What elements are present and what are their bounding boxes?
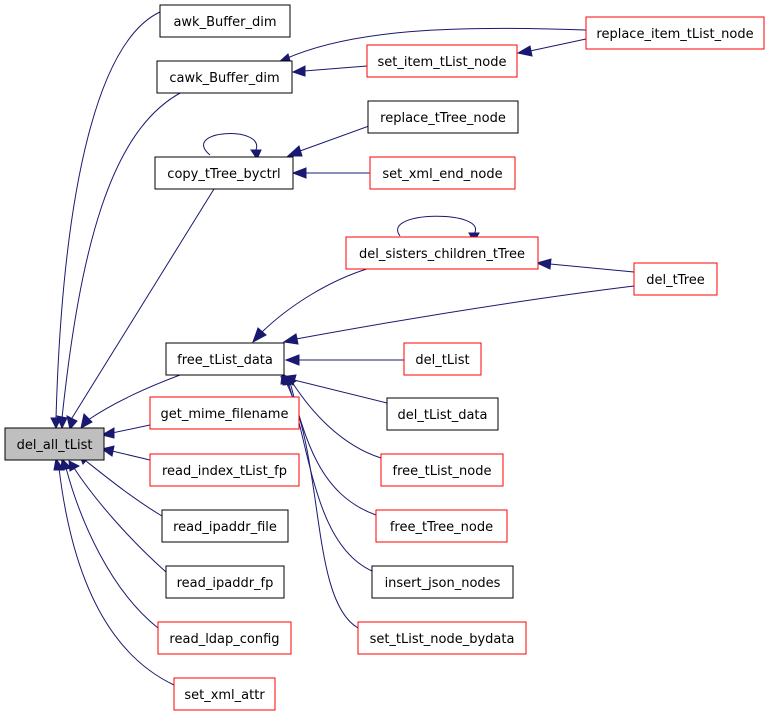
arrowhead [100, 445, 115, 457]
edge-free_tTree_node_to_free [289, 381, 377, 516]
node-free_tList_node[interactable]: free_tList_node [380, 453, 504, 487]
node-label: read_ipaddr_fp [177, 576, 274, 591]
edge-replace_item_to_cawk [284, 27, 587, 60]
arrowhead [280, 373, 292, 385]
edge-read_ldap_config [65, 467, 159, 629]
node-read_ldap_config[interactable]: read_ldap_config [157, 621, 292, 655]
edge-del_tTree_to_del_sisters [549, 263, 635, 273]
edge-set_xml_attr [58, 467, 175, 686]
edge-del_sisters_to_free [261, 267, 371, 333]
arrowhead [291, 167, 307, 179]
node-label: set_xml_end_node [382, 167, 502, 182]
node-label: free_tTree_node [390, 520, 493, 535]
node-del_sisters_children_tTree[interactable]: del_sisters_children_tTree [345, 236, 539, 270]
edge-replace_item_to_set_item [529, 38, 587, 52]
edge-get_mime_filename [111, 424, 151, 434]
node-cawk_Buffer_dim[interactable]: cawk_Buffer_dim [156, 60, 293, 94]
arrowhead [80, 412, 93, 429]
edge-free_tList_data [87, 374, 181, 421]
node-read_ipaddr_fp[interactable]: read_ipaddr_fp [165, 565, 285, 599]
arrowhead [284, 354, 300, 366]
arrowhead [100, 427, 115, 439]
node-label: read_index_tList_fp [162, 464, 287, 479]
edge-self-del_sisters [397, 215, 477, 237]
node-label: del_sisters_children_tTree [359, 247, 525, 262]
edge-copy_tTree_byctrl [71, 188, 215, 419]
node-label: set_item_tList_node [377, 55, 506, 70]
node-del_tList[interactable]: del_tList [403, 342, 482, 376]
node-free_tTree_node[interactable]: free_tTree_node [375, 509, 508, 543]
node-label: read_ipaddr_file [173, 520, 277, 535]
arrowhead [286, 145, 303, 157]
edge-cawk_Buffer_dim [61, 91, 183, 419]
edges [55, 11, 635, 686]
edge-replace_tTree_to_copy [299, 125, 370, 152]
node-set_item_tList_node[interactable]: set_item_tList_node [366, 44, 518, 78]
arrowhead [56, 415, 68, 430]
arrowhead [535, 258, 552, 270]
node-awk_Buffer_dim[interactable]: awk_Buffer_dim [159, 4, 291, 38]
node-set_tList_node_bydata[interactable]: set_tList_node_bydata [357, 621, 527, 655]
edge-read_ipaddr_fp [73, 467, 167, 573]
node-label: copy_tTree_byctrl [167, 167, 280, 182]
node-label: free_tList_data [177, 353, 273, 368]
edge-self-copy_tTree_byctrl [203, 133, 258, 156]
arrowhead [68, 460, 81, 472]
node-set_xml_attr[interactable]: set_xml_attr [173, 677, 276, 711]
node-read_index_tList_fp[interactable]: read_index_tList_fp [149, 453, 300, 487]
edge-read_ipaddr_file [85, 460, 163, 517]
node-set_xml_end_node[interactable]: set_xml_end_node [369, 156, 516, 190]
node-label: replace_item_tList_node [596, 27, 753, 42]
arrowhead [252, 327, 267, 344]
edge-read_index_tList_fp [111, 450, 151, 461]
arrowhead [60, 457, 73, 471]
arrowhead [53, 457, 65, 471]
node-label: replace_tTree_node [380, 111, 506, 126]
node-label: del_tTree [646, 273, 705, 288]
edge-set_item_to_cawk [303, 65, 368, 72]
arrowhead [66, 415, 78, 431]
node-label: awk_Buffer_dim [173, 15, 276, 30]
node-read_ipaddr_file[interactable]: read_ipaddr_file [161, 509, 289, 543]
node-label: del_all_tList [17, 438, 93, 453]
edge-insert_json_to_free [287, 381, 373, 572]
node-label: read_ldap_config [169, 632, 279, 647]
node-label: free_tList_node [393, 464, 492, 479]
node-replace_tTree_node[interactable]: replace_tTree_node [367, 100, 519, 134]
node-label: get_mime_filename [161, 407, 289, 422]
node-get_mime_filename[interactable]: get_mime_filename [149, 396, 300, 430]
node-label: insert_json_nodes [385, 576, 501, 591]
node-label: del_tList_data [398, 408, 488, 423]
node-label: del_tList [415, 353, 469, 368]
arrowhead [516, 45, 533, 57]
edge-del_tTree_to_free [295, 285, 635, 340]
arrowhead [250, 149, 262, 161]
node-del_tList_data[interactable]: del_tList_data [386, 397, 499, 431]
edge-free_tList_node_to_free [291, 381, 382, 459]
node-label: set_tList_node_bydata [370, 632, 515, 647]
edge-del_tList_data_to_free [293, 379, 388, 404]
arrowhead [291, 65, 306, 77]
node-replace_item_tList_node[interactable]: replace_item_tList_node [585, 16, 765, 50]
node-del_all_tList[interactable]: del_all_tList [4, 427, 105, 461]
node-insert_json_nodes[interactable]: insert_json_nodes [371, 565, 514, 599]
node-label: set_xml_attr [184, 688, 265, 703]
node-free_tList_data[interactable]: free_tList_data [165, 342, 285, 376]
node-copy_tTree_byctrl[interactable]: copy_tTree_byctrl [154, 156, 294, 190]
node-del_tTree[interactable]: del_tTree [633, 262, 718, 296]
edge-awk_Buffer_dim [55, 11, 161, 419]
node-label: cawk_Buffer_dim [169, 71, 279, 86]
arrowhead [282, 333, 299, 345]
